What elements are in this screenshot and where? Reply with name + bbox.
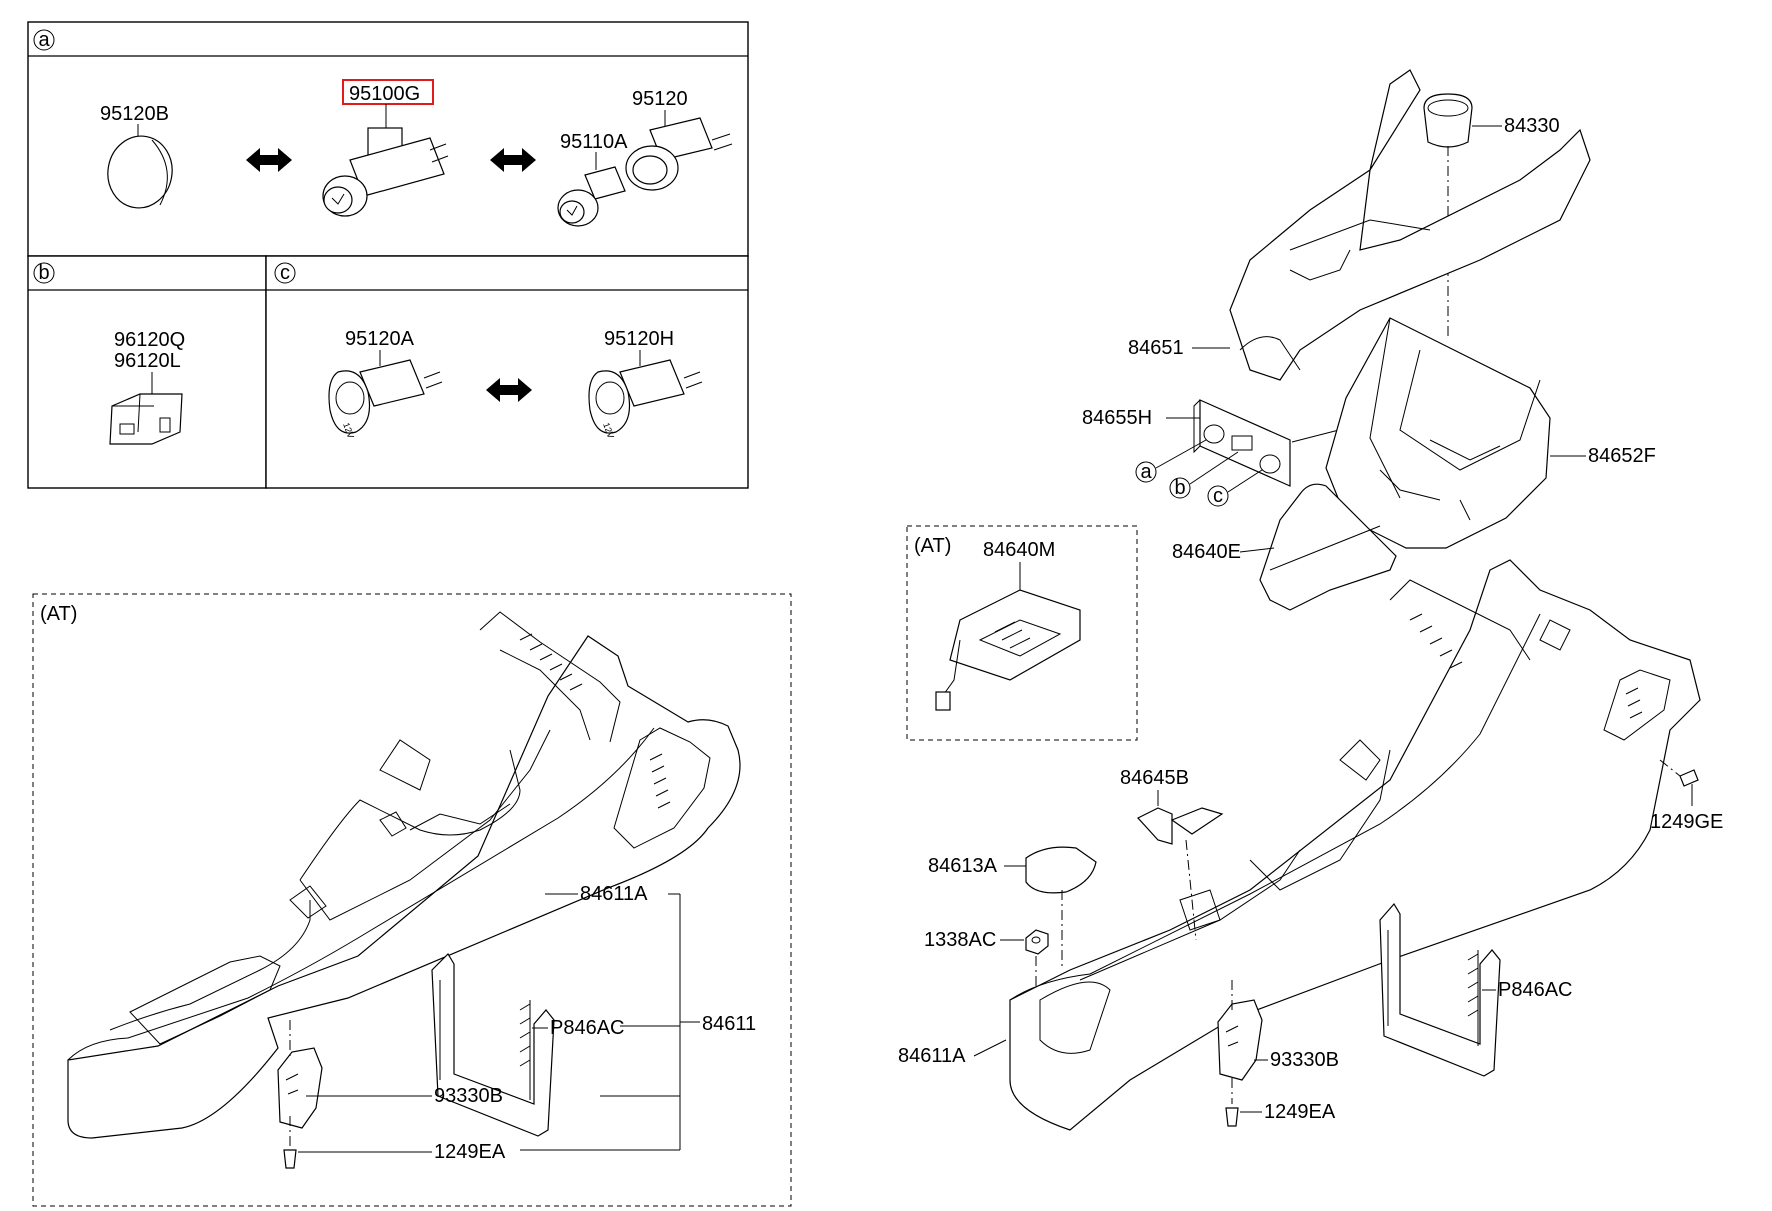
part-P846AC-left[interactable]: P846AC bbox=[431, 953, 625, 1137]
svg-text:84651: 84651 bbox=[1128, 337, 1184, 359]
section-b-marker bbox=[33, 262, 55, 284]
at-shift-box-label: (AT) bbox=[914, 535, 951, 557]
svg-text:95110A: 95110A bbox=[560, 131, 628, 153]
part-95120H[interactable]: 95120H 12V bbox=[588, 328, 703, 440]
part-95120A[interactable]: 95120A 12V bbox=[328, 328, 443, 440]
svg-text:93330B: 93330B bbox=[1270, 1049, 1339, 1071]
svg-text:84611: 84611 bbox=[702, 1013, 756, 1035]
assembly-bracket-84611 bbox=[520, 894, 700, 1151]
svg-text:a: a bbox=[1140, 461, 1152, 483]
svg-text:84640E: 84640E bbox=[1172, 541, 1241, 563]
at-shift-box bbox=[906, 525, 1138, 741]
svg-text:93330B: 93330B bbox=[434, 1085, 503, 1107]
svg-text:95120H: 95120H bbox=[604, 328, 674, 350]
svg-text:1249EA: 1249EA bbox=[434, 1141, 506, 1163]
callout-c: c bbox=[1207, 469, 1263, 507]
svg-text:P846AC: P846AC bbox=[1498, 979, 1573, 1001]
svg-text:96120L: 96120L bbox=[114, 350, 181, 372]
part-84652F[interactable]: 84652F bbox=[1325, 317, 1656, 549]
part-84611A-right[interactable]: 84611A bbox=[898, 1039, 1007, 1067]
part-1249GE[interactable]: 1249GE bbox=[1650, 759, 1723, 833]
cigar-lighter-icon bbox=[322, 127, 449, 217]
part-93330B-right[interactable]: 93330B bbox=[1217, 980, 1339, 1081]
part-84640E[interactable]: 84640E bbox=[1172, 483, 1397, 611]
part-84645B[interactable]: 84645B bbox=[1120, 767, 1224, 941]
svg-text:84640M: 84640M bbox=[983, 539, 1055, 561]
svg-text:b: b bbox=[1174, 477, 1185, 499]
svg-text:1338AC: 1338AC bbox=[924, 929, 996, 951]
part-95120[interactable]: 95120 bbox=[625, 88, 733, 191]
section-b: b bbox=[27, 255, 267, 489]
svg-text:84652F: 84652F bbox=[1588, 445, 1656, 467]
console-lower-right bbox=[1009, 559, 1701, 1131]
svg-text:95120: 95120 bbox=[632, 88, 688, 110]
highlight-frame bbox=[342, 79, 434, 105]
part-84655H[interactable]: 84655H bbox=[1082, 399, 1379, 487]
section-a-letter: a bbox=[38, 29, 50, 51]
part-95120B[interactable]: 95120B bbox=[100, 103, 178, 213]
double-arrow-icon bbox=[486, 378, 532, 402]
section-b-letter: b bbox=[38, 262, 49, 284]
svg-text:1249EA: 1249EA bbox=[1264, 1101, 1336, 1123]
at-console-box bbox=[32, 593, 792, 1207]
part-P846AC-right[interactable]: P846AC bbox=[1379, 902, 1573, 1077]
part-96120L[interactable]: 96120L bbox=[109, 350, 183, 445]
part-84640M[interactable]: 84640M bbox=[935, 539, 1081, 711]
12v-socket-icon: 12V bbox=[328, 359, 443, 440]
callout-a: a bbox=[1135, 439, 1207, 483]
svg-text:84655H: 84655H bbox=[1082, 407, 1152, 429]
part-1249EA-left[interactable]: 1249EA bbox=[283, 1116, 506, 1169]
part-1249EA-right[interactable]: 1249EA bbox=[1225, 1078, 1336, 1127]
part-84651[interactable]: 84651 bbox=[1128, 69, 1591, 381]
svg-text:95100G: 95100G bbox=[349, 83, 420, 105]
part-84611A-left[interactable]: 84611A bbox=[545, 883, 680, 905]
svg-text:1249GE: 1249GE bbox=[1650, 811, 1723, 833]
svg-text:84611A: 84611A bbox=[580, 883, 648, 905]
double-arrow-icon bbox=[246, 148, 292, 172]
svg-text:96120Q: 96120Q bbox=[114, 329, 185, 351]
double-arrow-icon bbox=[490, 148, 536, 172]
part-84613A[interactable]: 84613A bbox=[928, 846, 1097, 970]
svg-text:84611A: 84611A bbox=[898, 1045, 966, 1067]
part-1338AC[interactable]: 1338AC bbox=[924, 929, 1049, 990]
at-box-label: (AT) bbox=[40, 603, 77, 625]
part-95100G[interactable]: 95100G bbox=[322, 79, 449, 217]
part-96120Q[interactable]: 96120Q bbox=[114, 329, 185, 351]
part-93330B-left[interactable]: 93330B bbox=[277, 1020, 503, 1129]
svg-text:c: c bbox=[1213, 485, 1223, 507]
svg-text:84645B: 84645B bbox=[1120, 767, 1189, 789]
section-a-marker bbox=[33, 29, 55, 51]
svg-text:95120B: 95120B bbox=[100, 103, 169, 125]
part-95110A[interactable]: 95110A bbox=[557, 131, 628, 227]
section-c-letter: c bbox=[280, 262, 290, 284]
callout-b: b bbox=[1169, 451, 1239, 499]
svg-text:P846AC: P846AC bbox=[550, 1017, 625, 1039]
part-84611[interactable]: 84611 bbox=[702, 1013, 756, 1035]
console-lower-left bbox=[67, 611, 741, 1139]
svg-text:84330: 84330 bbox=[1504, 115, 1560, 137]
part-84330[interactable]: 84330 bbox=[1423, 93, 1560, 340]
svg-text:84613A: 84613A bbox=[928, 855, 998, 877]
section-c-marker bbox=[274, 262, 296, 284]
svg-text:95120A: 95120A bbox=[345, 328, 415, 350]
